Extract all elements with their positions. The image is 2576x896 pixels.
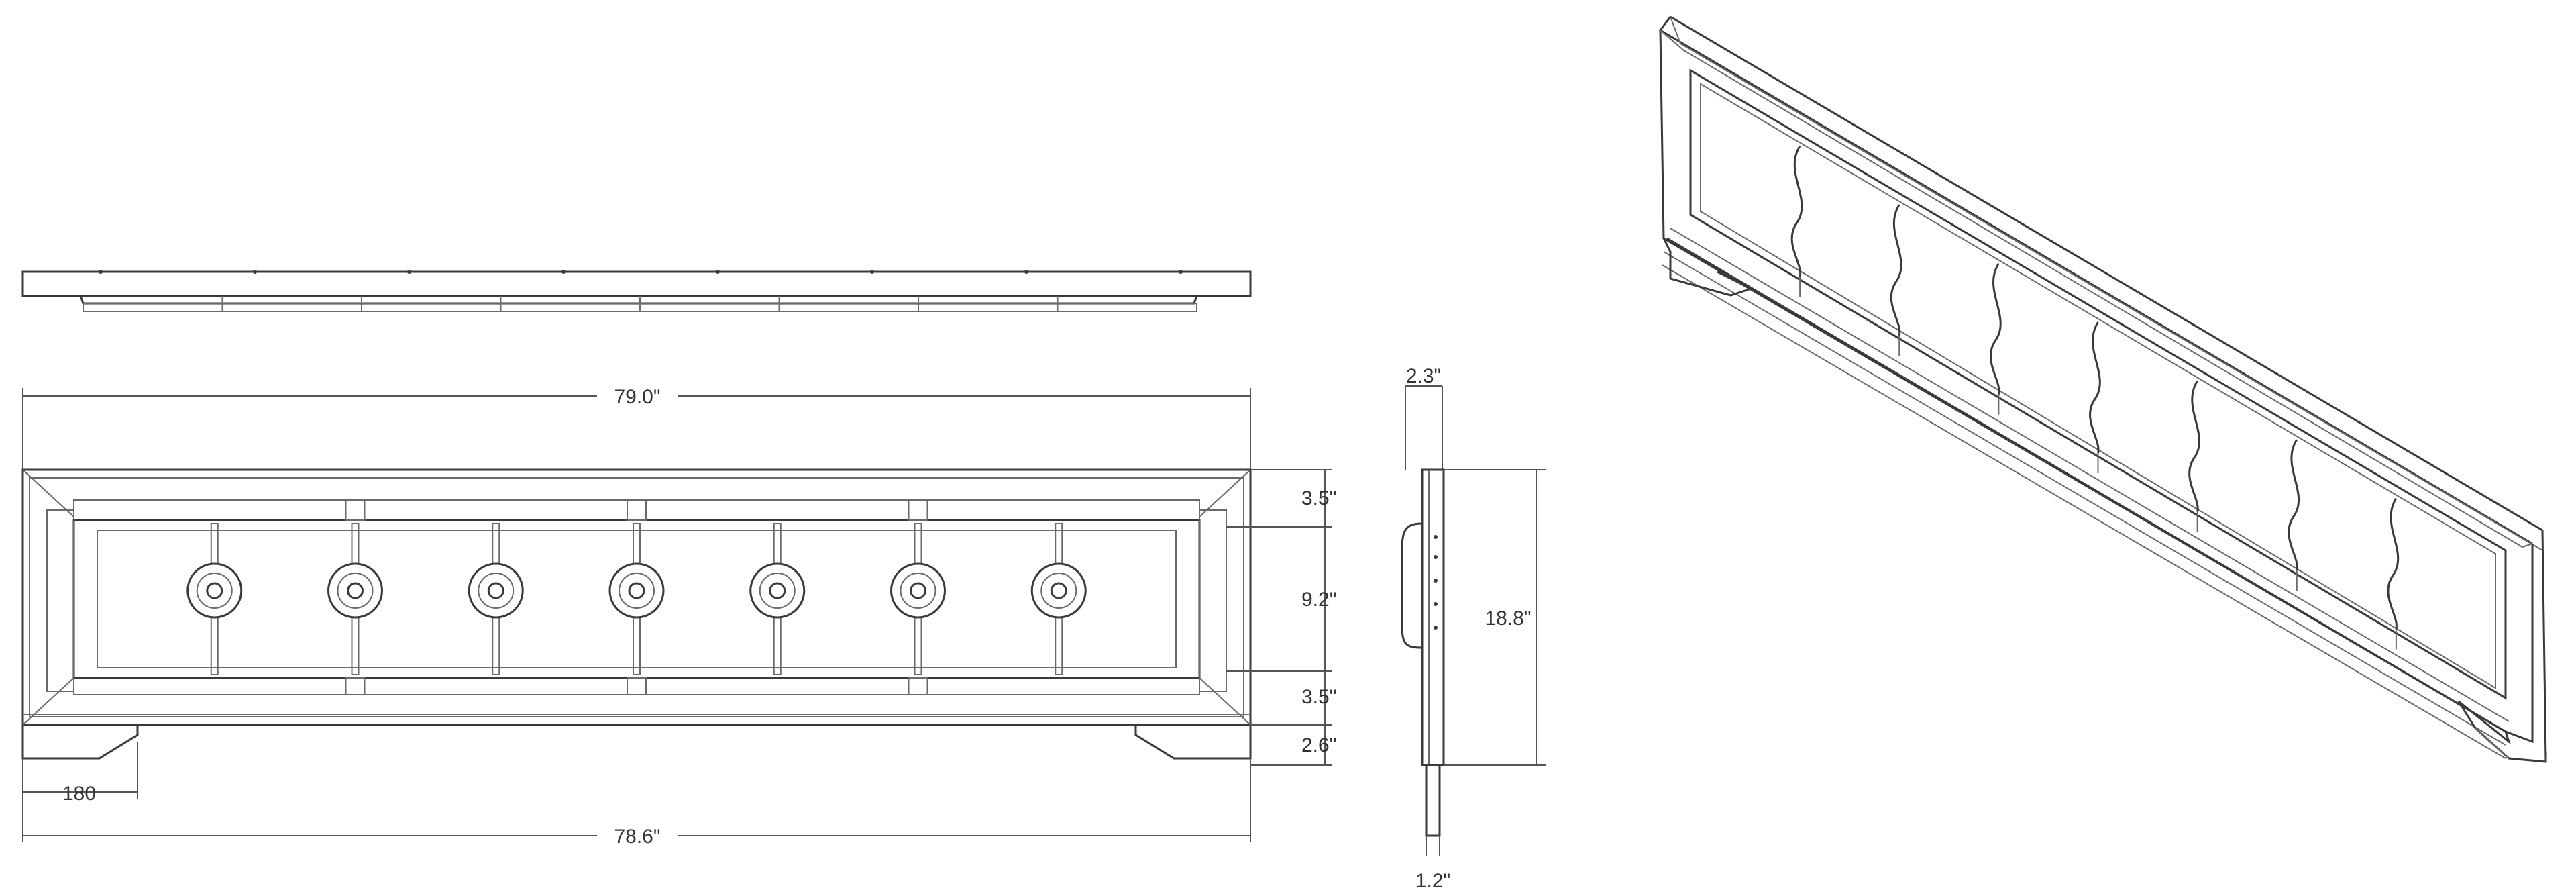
isometric-perspective-view — [1658, 15, 2547, 763]
front-elevation-view: 79.0" 180 78.6" — [21, 385, 1336, 848]
plan-segment-dividers — [221, 296, 1059, 311]
bottom-rail-post — [627, 677, 647, 695]
plan-dot — [870, 270, 874, 274]
knob-ring — [478, 573, 515, 609]
plan-dot — [99, 270, 103, 274]
cushion-seam — [2089, 321, 2101, 454]
side-dot — [1434, 602, 1438, 606]
plan-top-dots — [99, 270, 1183, 274]
plan-dot — [1024, 270, 1028, 274]
bottom-rail-post — [345, 677, 366, 695]
isometric-cushions — [1790, 145, 2400, 650]
knob-ring — [196, 573, 233, 609]
side-dot — [1434, 535, 1438, 539]
bottom-rail-post — [908, 677, 928, 695]
dim-base-width: 78.6" — [614, 826, 660, 848]
cushion-seam — [2387, 497, 2400, 630]
dim-center-panel: 9.2" — [1301, 589, 1336, 611]
dim-foot-width: 180 — [62, 783, 96, 805]
cushion-seam — [1990, 262, 2002, 395]
knob-ring — [337, 573, 374, 609]
knob-center — [347, 582, 364, 599]
top-plan-view — [21, 270, 1252, 312]
dim-top-depth: 2.3" — [1406, 365, 1441, 387]
side-fastener-dots — [1434, 535, 1438, 630]
knob-center — [487, 582, 504, 599]
knob-center — [628, 582, 645, 599]
dim-total-height: 18.8" — [1485, 607, 1531, 630]
plan-dot — [716, 270, 720, 274]
knob-center — [206, 582, 223, 599]
cushion-seam — [1790, 145, 1803, 277]
plan-dot — [1179, 270, 1183, 274]
knob-row — [186, 562, 1087, 619]
knob-center — [1050, 582, 1067, 599]
dim-top-rail: 3.5" — [1301, 487, 1336, 509]
dim-bottom-depth: 1.2" — [1415, 870, 1450, 892]
cushion-seam — [1890, 204, 1902, 336]
side-dot — [1434, 579, 1438, 583]
knob-ring — [900, 573, 936, 609]
dim-overall-width: 79.0" — [614, 386, 660, 408]
plan-dot — [253, 270, 257, 274]
dim-leg-height: 2.6" — [1301, 734, 1336, 756]
cushion-seam — [2288, 439, 2300, 571]
side-elevation-view: 2.3" 18.8" 1.2" — [1401, 365, 1546, 892]
side-dot — [1434, 626, 1438, 630]
top-rail-post — [627, 499, 647, 521]
plan-dot — [407, 270, 411, 274]
plan-dot — [561, 270, 566, 274]
knob-ring — [759, 573, 796, 609]
knob-center — [910, 582, 926, 599]
cushion-seam — [2188, 380, 2200, 512]
side-dot — [1434, 555, 1438, 559]
knob-ring — [1040, 573, 1077, 609]
left-leg — [21, 725, 139, 760]
top-rail-post — [908, 499, 928, 521]
knob-center — [769, 582, 786, 599]
knob-ring — [619, 573, 655, 609]
dim-bottom-rail: 3.5" — [1301, 686, 1336, 708]
rail-posts — [345, 499, 928, 695]
right-leg — [1134, 725, 1252, 760]
top-rail-post — [345, 499, 366, 521]
